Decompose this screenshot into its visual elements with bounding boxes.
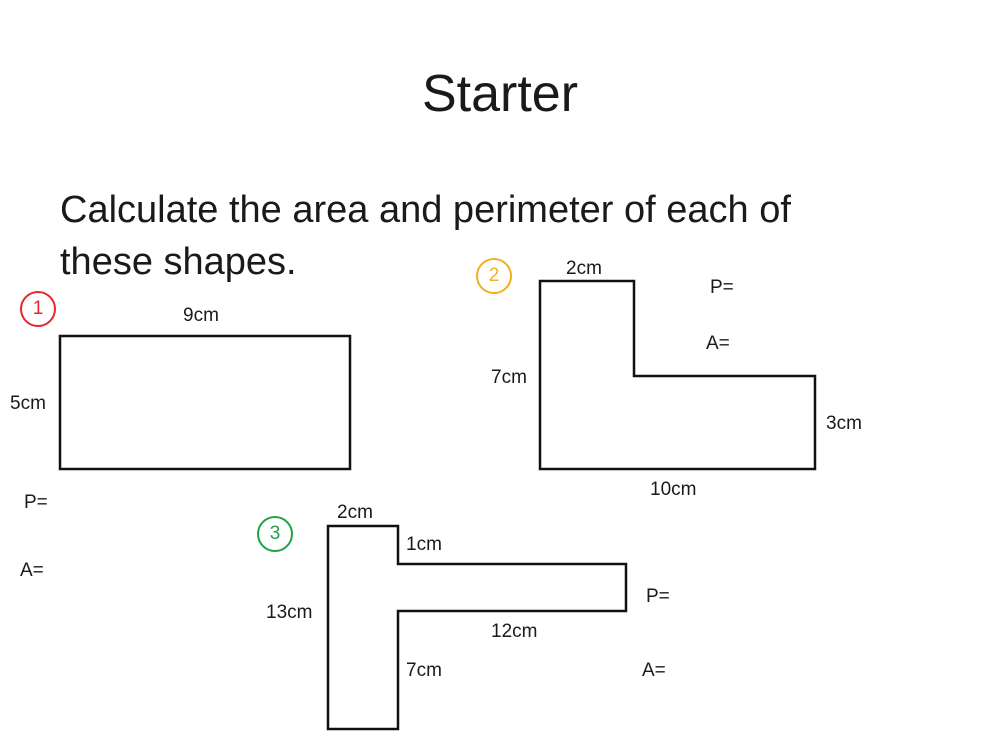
shape-3-left-length: 13cm	[266, 602, 313, 623]
shape-2-right-length: 3cm	[826, 413, 862, 434]
shape-2-area-label: A=	[706, 333, 730, 354]
shape-2-bottom-length: 10cm	[650, 479, 697, 500]
shape-3-compound-shape	[326, 524, 628, 731]
shape-2-l-shape	[538, 279, 817, 471]
shape-3-perimeter-label: P=	[646, 586, 670, 607]
shape-1-number-badge: 1	[20, 291, 56, 327]
shape-1-left-length: 5cm	[10, 393, 46, 414]
shape-1-area-label: A=	[20, 560, 44, 581]
shape-3-arm-gap-length: 1cm	[406, 534, 442, 555]
slide-title: Starter	[421, 65, 579, 123]
shape-3-area-label: A=	[642, 660, 666, 681]
shape-1-rectangle	[58, 334, 352, 471]
shape-1-top-length: 9cm	[183, 305, 219, 326]
shape-2-number-badge: 2	[476, 258, 512, 294]
shape-2-left-length: 7cm	[491, 367, 527, 388]
shape-3-top-length: 2cm	[337, 502, 373, 523]
shape-3-lower-length: 7cm	[406, 660, 442, 681]
shape-3-number-badge: 3	[257, 516, 293, 552]
shape-3-arm-bottom-length: 12cm	[491, 621, 538, 642]
shape-2-top-length: 2cm	[566, 258, 602, 279]
instruction-text: Calculate the area and perimeter of each…	[60, 189, 791, 283]
shape-2-perimeter-label: P=	[710, 277, 734, 298]
shape-1-perimeter-label: P=	[24, 492, 48, 513]
